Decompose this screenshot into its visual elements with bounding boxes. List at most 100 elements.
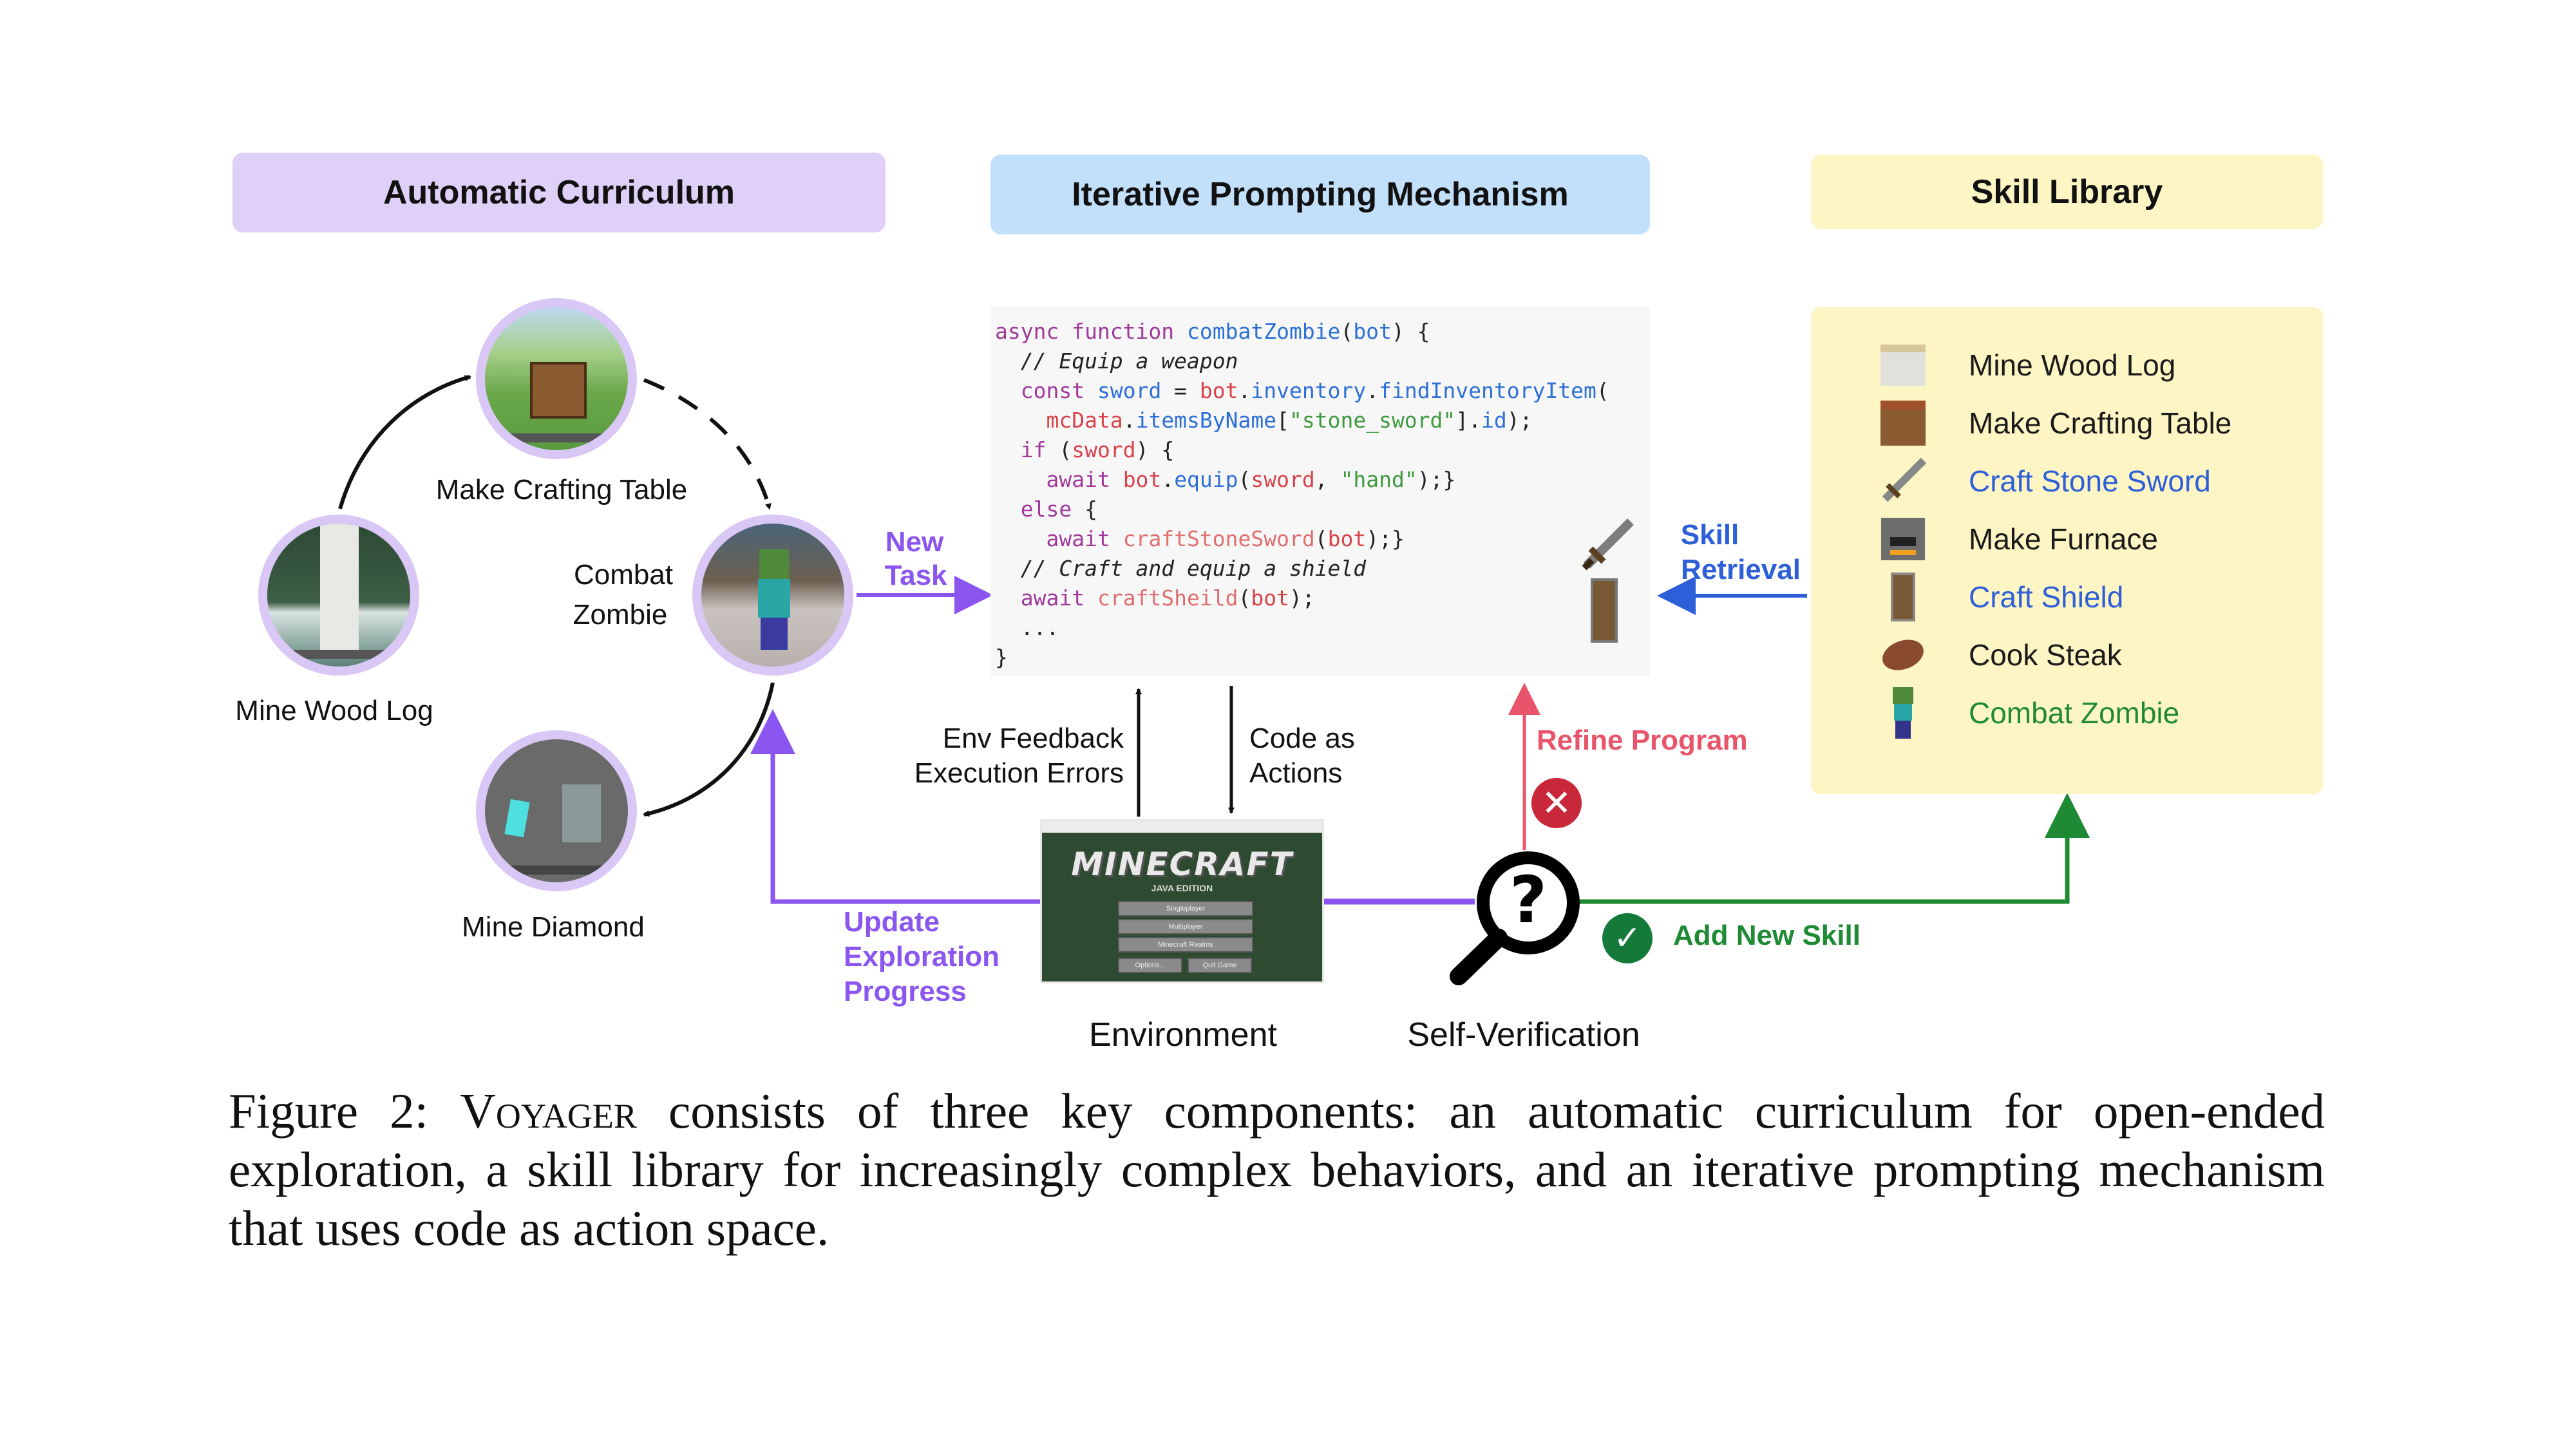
caption-system-name: Voyager	[460, 1083, 637, 1139]
update-line1: Update	[844, 906, 940, 938]
stone-sword-icon	[1879, 457, 1927, 506]
skill-item: Make Furnace	[1811, 513, 2323, 565]
success-check-icon: ✓	[1602, 913, 1653, 963]
update-line2: Exploration	[844, 941, 1000, 972]
code-line-3: const sword = bot.inventory.findInventor…	[1020, 378, 1609, 403]
code-line-7: else {	[1020, 497, 1097, 522]
new-task-label-line2: Task	[884, 560, 947, 591]
new-task-label-line1: New	[885, 526, 944, 558]
multiplayer-button: Multiplayer	[1118, 919, 1253, 934]
code-as-actions-line1: Code as	[1249, 723, 1355, 754]
hotbar-icon	[511, 433, 607, 442]
shield-icon	[1879, 573, 1927, 621]
skill-label: Craft Shield	[1969, 580, 2124, 614]
singleplayer-button: Singleplayer	[1118, 901, 1253, 916]
skill-library-header: Skill Library	[1811, 155, 2323, 229]
minecraft-environment-window: MINECRAFT JAVA EDITION Singleplayer Mult…	[1040, 819, 1324, 983]
env-feedback-label: Env Feedback Execution Errors	[898, 721, 1124, 791]
skill-item: Make Crafting Table	[1811, 397, 2323, 449]
zombie-head-icon	[759, 549, 789, 579]
skill-label: Make Furnace	[1969, 522, 2159, 556]
diamond-icon	[504, 799, 530, 838]
shield-icon	[1591, 578, 1618, 643]
skill-library-title: Skill Library	[1971, 173, 2163, 211]
arrow-wood-to-table	[338, 375, 471, 509]
code-as-actions-line2: Actions	[1249, 757, 1343, 789]
birch-log-icon	[320, 524, 359, 652]
options-button: Options...	[1118, 958, 1182, 973]
window-titlebar	[1042, 821, 1322, 833]
update-line3: Progress	[844, 976, 967, 1007]
quit-game-button: Quit Game	[1188, 958, 1252, 973]
skill-retrieval-label-line2: Retrieval	[1681, 554, 1801, 585]
task-label-mine-diamond: Mine Diamond	[462, 911, 645, 943]
task-image-combat-zombie	[692, 515, 853, 676]
code-line-9: // Craft and equip a shield	[995, 556, 1367, 581]
svg-text:?: ?	[1510, 862, 1547, 938]
skill-item: Craft Stone Sword	[1811, 455, 2323, 507]
task-label-combat: Combat	[573, 559, 674, 591]
caption-text: consists of three key components: an aut…	[229, 1083, 2325, 1256]
furnace-icon	[1879, 515, 1927, 564]
add-new-skill-label: Add New Skill	[1673, 920, 1861, 951]
skill-label: Mine Wood Log	[1969, 348, 2176, 382]
minecraft-logo: MINECRAFT	[1071, 846, 1293, 883]
automatic-curriculum-title: Automatic Curriculum	[383, 174, 735, 211]
refine-program-label: Refine Program	[1537, 724, 1748, 756]
env-feedback-line2: Execution Errors	[914, 757, 1124, 789]
arrow-update-progress	[750, 709, 1040, 904]
diamond-ore-icon	[562, 784, 601, 842]
code-line-6: await bot.equip(sword, "hand");}	[1046, 467, 1456, 492]
code-panel	[990, 307, 1650, 676]
fail-x-icon: ✕	[1531, 778, 1582, 828]
task-image-make-crafting-table	[476, 298, 637, 459]
code-line-10: await craftSheild(bot);	[1020, 585, 1315, 611]
figure-caption: Figure 2: Voyager consists of three key …	[229, 1082, 2325, 1258]
skill-label: Cook Steak	[1969, 638, 2122, 672]
task-label-make-crafting-table: Make Crafting Table	[435, 474, 688, 506]
caption-prefix: Figure 2:	[229, 1083, 460, 1139]
magnifier-question-icon: ?	[1446, 844, 1587, 985]
task-label-mine-wood-log: Mine Wood Log	[235, 695, 433, 726]
hotbar-icon	[293, 650, 390, 659]
code-line-12: }	[995, 645, 1008, 670]
zombie-icon	[1879, 687, 1927, 739]
hotbar-icon	[511, 866, 607, 875]
task-image-mine-diamond	[476, 730, 637, 891]
skill-library-panel: Mine Wood Log Make Crafting Table Craft …	[1811, 307, 2323, 794]
skill-label: Craft Stone Sword	[1969, 464, 2211, 498]
arrow-table-to-zombie-dashed	[643, 378, 772, 510]
self-verification-label: Self-Verification	[1407, 1016, 1640, 1054]
automatic-curriculum-header: Automatic Curriculum	[232, 153, 886, 232]
skill-item: Cook Steak	[1811, 629, 2323, 681]
skill-label: Make Crafting Table	[1969, 406, 2232, 440]
code-line-4: mcData.itemsByName["stone_sword"].id);	[1046, 408, 1533, 433]
skill-item: Mine Wood Log	[1811, 339, 2323, 391]
skill-item: Craft Shield	[1811, 571, 2323, 623]
code-block: async function combatZombie(bot) { // Eq…	[995, 317, 1609, 672]
minecraft-edition: JAVA EDITION	[1151, 883, 1213, 893]
code-as-actions-label: Code as Actions	[1249, 721, 1355, 791]
task-label-zombie: Zombie	[573, 599, 668, 630]
code-line-11: ...	[995, 615, 1059, 640]
skill-item: Combat Zombie	[1811, 687, 2323, 739]
iterative-prompting-title: Iterative Prompting Mechanism	[1072, 176, 1569, 213]
arrow-zombie-to-diamond	[643, 682, 775, 817]
skill-retrieval-label-line1: Skill	[1680, 519, 1739, 551]
stone-sword-icon	[1579, 515, 1637, 573]
code-line-5: if (sword) {	[1020, 437, 1175, 462]
arrow-add-new-skill	[1571, 793, 2090, 904]
crafting-table-block-icon	[530, 362, 587, 419]
update-progress-label: Update Exploration Progress	[844, 905, 999, 1009]
code-line-8: await craftStoneSword(bot);}	[1046, 526, 1405, 551]
birch-log-icon	[1879, 341, 1927, 390]
env-feedback-line1: Env Feedback	[942, 723, 1124, 754]
crafting-table-icon	[1879, 399, 1927, 448]
realms-button: Minecraft Realms	[1118, 937, 1253, 952]
environment-label: Environment	[1089, 1016, 1277, 1054]
code-line-1: async function combatZombie(bot) {	[995, 319, 1430, 344]
code-line-2: // Equip a weapon	[995, 348, 1238, 374]
task-image-mine-wood-log	[258, 515, 419, 676]
iterative-prompting-header: Iterative Prompting Mechanism	[990, 155, 1650, 234]
